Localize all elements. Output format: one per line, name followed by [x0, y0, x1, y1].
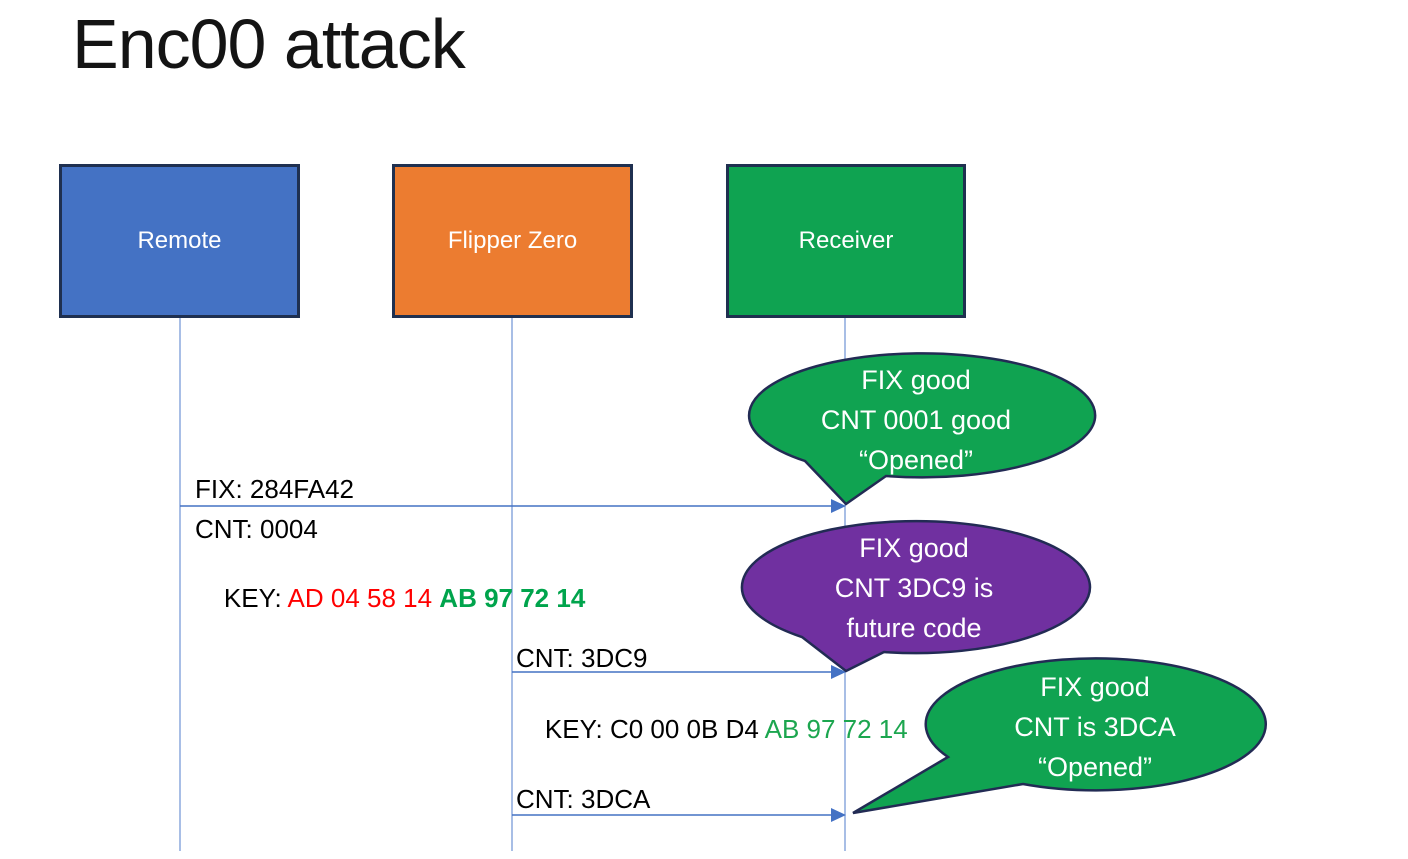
actor-box-receiver: Receiver	[726, 164, 966, 318]
message-2-key-prefix: KEY: C0 00 0B D4	[544, 714, 765, 744]
speech-bubble-3-text: FIX good CNT is 3DCA “Opened”	[925, 667, 1265, 787]
message-3-key-green-bytes: AB 97 72 14	[759, 855, 902, 859]
message-2-key-green-bytes: AB 97 72 14	[764, 714, 908, 744]
actor-box-flipper-zero: Flipper Zero	[392, 164, 633, 318]
arrowhead-message-3	[831, 808, 846, 822]
arrowhead-message-1	[831, 499, 846, 513]
bubble-3-line-2: CNT is 3DCA	[1014, 712, 1176, 742]
actor-label-receiver: Receiver	[798, 227, 894, 254]
message-1-key-prefix: KEY:	[223, 583, 288, 613]
bubble-1-line-2: CNT 0001 good	[820, 405, 1012, 435]
message-1-key-label: KEY: AD 04 58 14 AB 97 72 14	[195, 553, 585, 643]
message-3-key-prefix: KEY: C0 02 8A 33	[545, 855, 759, 859]
bubble-3-line-3: “Opened”	[1037, 752, 1153, 782]
speech-bubble-1-text: FIX good CNT 0001 good “Opened”	[743, 360, 1089, 480]
message-1-key-green-bytes: AB 97 72 14	[439, 583, 586, 613]
page-title: Enc00 attack	[72, 5, 466, 83]
bubble-2-line-1: FIX good	[859, 533, 969, 563]
bubble-2-line-3: future code	[846, 613, 982, 643]
speech-bubble-3-shape	[852, 657, 1267, 815]
message-2-key-label: KEY: C0 00 0B D4 AB 97 72 14	[516, 684, 908, 774]
message-1-key-red-bytes: AD 04 58 14	[287, 583, 440, 613]
bubble-3-line-1: FIX good	[1040, 672, 1150, 702]
message-1-cnt-label: CNT: 0004	[195, 514, 318, 544]
actor-label-flipper-zero: Flipper Zero	[447, 227, 578, 254]
speech-bubble-1-shape	[747, 352, 1097, 506]
message-3-key-label: KEY: C0 02 8A 33 AB 97 72 14	[516, 825, 902, 859]
actor-label-remote: Remote	[137, 227, 222, 254]
message-3-cnt-label: CNT: 3DCA	[516, 784, 651, 814]
actor-box-remote: Remote	[59, 164, 300, 318]
message-1-fix-label: FIX: 284FA42	[195, 474, 354, 504]
speech-bubble-2-shape	[740, 519, 1092, 673]
arrowhead-message-2	[831, 665, 846, 679]
message-2-cnt-label: CNT: 3DC9	[516, 643, 648, 673]
bubble-1-line-1: FIX good	[861, 365, 971, 395]
bubble-1-line-3: “Opened”	[858, 445, 974, 475]
bubble-2-line-2: CNT 3DC9 is	[834, 573, 994, 603]
speech-bubble-2-text: FIX good CNT 3DC9 is future code	[740, 528, 1088, 648]
